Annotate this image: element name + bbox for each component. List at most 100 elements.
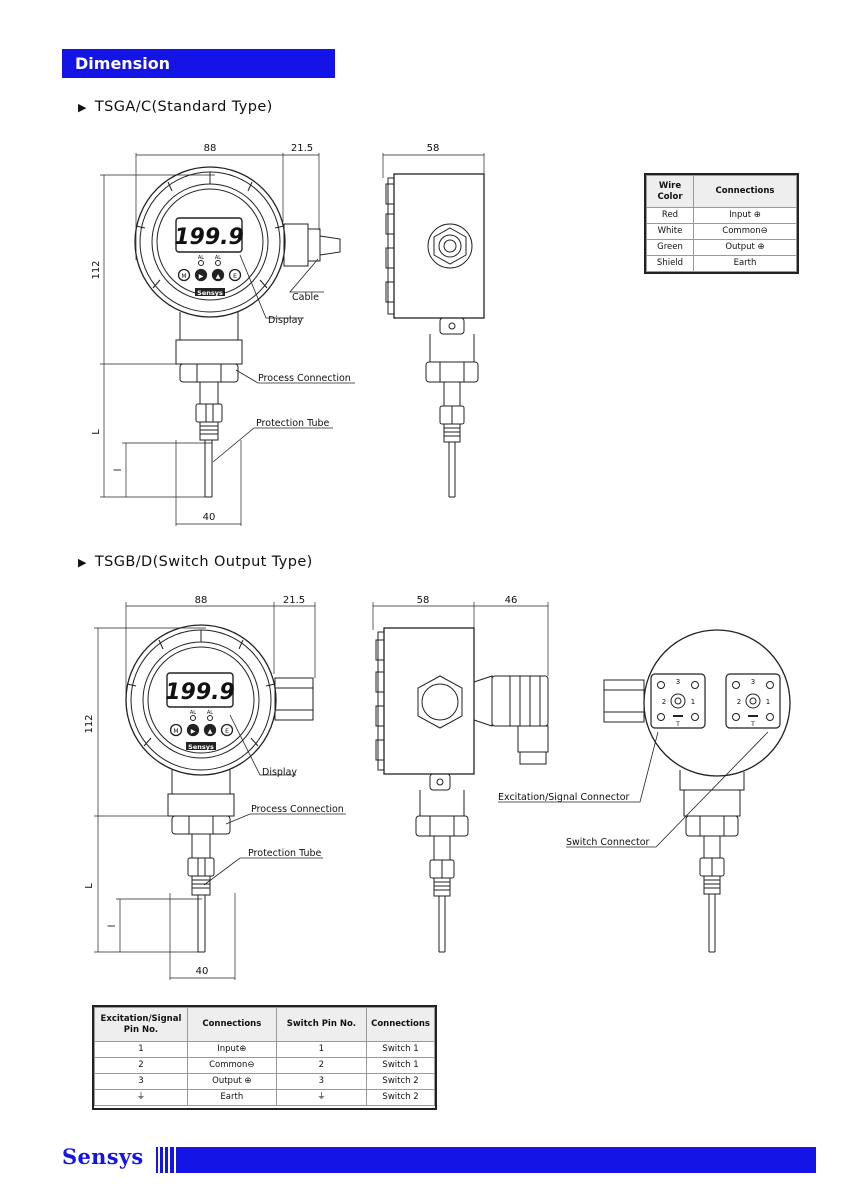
table-cell: Output ⊕: [186, 1073, 277, 1090]
right-button[interactable]: [186, 723, 200, 737]
table-cell: Output ⊕: [693, 239, 797, 256]
dim-side-width: 58: [417, 595, 430, 606]
dim-height: 112: [84, 714, 95, 733]
table-header: Switch Pin No.: [275, 1007, 368, 1042]
dim-width: 88: [204, 143, 217, 154]
section-title-text: TSGA/C(Standard Type): [94, 99, 273, 115]
dim-L: L: [91, 429, 102, 435]
dim-cable-offset: 21.5: [291, 143, 313, 154]
table-cell: Earth: [186, 1089, 277, 1106]
alarm-indicator-label: AL: [215, 255, 221, 261]
section-title-switch: ▶ TSGB/D(Switch Output Type): [78, 554, 313, 570]
table-cell: Common⊖: [693, 223, 797, 240]
menu-button-label: M: [173, 728, 178, 735]
dim-cable-offset: 21.5: [283, 595, 305, 606]
alarm-indicator-label: AL: [190, 710, 196, 716]
section-header: Dimension: [62, 49, 335, 78]
pin-label-2: 2: [662, 698, 666, 706]
enter-button[interactable]: [228, 268, 242, 282]
label-excitation-connector: Excitation/Signal Connector: [498, 792, 630, 803]
pin-label-3: 3: [676, 678, 680, 686]
label-protection-tube: Protection Tube: [256, 418, 329, 429]
dim-width: 88: [195, 595, 208, 606]
section-title-standard: ▶ TSGA/C(Standard Type): [78, 99, 273, 115]
logo-stripes-icon: [156, 1147, 174, 1173]
pin-label-1: 1: [691, 698, 695, 706]
triangle-bullet-icon: ▶: [78, 101, 87, 114]
right-button[interactable]: [194, 268, 208, 282]
footer-logo: Sensys: [62, 1144, 144, 1169]
table-cell: ⏚: [275, 1089, 368, 1106]
pin-label-1: 1: [766, 698, 770, 706]
section-title-text: TSGB/D(Switch Output Type): [94, 554, 313, 570]
label-switch-connector: Switch Connector: [566, 837, 650, 848]
table-cell: Earth: [693, 255, 797, 272]
triangle-bullet-icon: ▶: [78, 556, 87, 569]
dim-bottom: 40: [203, 512, 216, 523]
up-button-label: ▲: [216, 273, 221, 280]
table-cell: Shield: [646, 255, 694, 272]
label-display: Display: [268, 315, 303, 326]
table-cell: Switch 2: [366, 1073, 435, 1090]
side-view-switch: 58 46: [372, 595, 549, 953]
front-view-switch: 88 21.5 112 L l 40 199.9 AL AL: [84, 595, 346, 980]
menu-button-label: M: [181, 273, 186, 280]
table-cell: ⏚: [94, 1089, 188, 1106]
table-cell: Input ⊕: [693, 207, 797, 224]
table-cell: Switch 1: [366, 1041, 435, 1058]
dim-bottom: 40: [196, 966, 209, 977]
up-button[interactable]: [211, 268, 225, 282]
right-button-label: ▶: [191, 728, 196, 735]
table-cell: 1: [275, 1041, 368, 1058]
brand-plate: Sensys: [188, 743, 214, 751]
button-row: M ▶ ▲ E: [177, 268, 242, 282]
label-process-connection: Process Connection: [258, 373, 351, 384]
menu-button[interactable]: [169, 723, 183, 737]
up-button-label: ▲: [208, 728, 213, 735]
table-header: Excitation/Signal Pin No.: [94, 1007, 188, 1042]
alarm-indicator-label: AL: [198, 255, 204, 261]
table-header: Connections: [366, 1007, 435, 1042]
table-cell: White: [646, 223, 694, 240]
pin-table-frame: [92, 1005, 437, 1110]
brand-plate: Sensys: [197, 289, 223, 297]
label-cable: Cable: [292, 292, 319, 303]
enter-button-label: E: [225, 728, 229, 735]
display-readout: 199.9: [174, 225, 244, 250]
pin-label-t: T: [750, 721, 755, 728]
footer-bar: [176, 1147, 816, 1173]
dim-l: l: [113, 469, 124, 472]
up-button[interactable]: [203, 723, 217, 737]
pin-label-t: T: [675, 721, 680, 728]
enter-button[interactable]: [220, 723, 234, 737]
label-process-connection: Process Connection: [251, 804, 344, 815]
table-cell: 2: [94, 1057, 188, 1074]
wire-table-frame: [644, 173, 799, 274]
dim-L: L: [84, 883, 95, 889]
table-cell: Input⊕: [186, 1041, 277, 1058]
table-header: Connections: [186, 1007, 277, 1042]
table-cell: 2: [275, 1057, 368, 1074]
table-cell: Common⊖: [186, 1057, 277, 1074]
table-cell: 1: [94, 1041, 188, 1058]
connector-detail-view: 3 2 1 T 3 2 1 T Excitation/Signal Connec…: [498, 629, 791, 953]
button-row: M ▶ ▲ E: [169, 723, 234, 737]
table-cell: Switch 1: [366, 1057, 435, 1074]
dim-connector-width: 46: [505, 595, 518, 606]
dim-height: 112: [91, 260, 102, 279]
label-protection-tube: Protection Tube: [248, 848, 321, 859]
table-row: ⏚Earth⏚Switch 2: [94, 1089, 435, 1106]
front-view-standard: 88 21.5 112 L l 40 199.9 AL AL: [91, 143, 355, 526]
enter-button-label: E: [233, 273, 237, 280]
pin-label-2: 2: [737, 698, 741, 706]
table-cell: 3: [275, 1073, 368, 1090]
label-display: Display: [262, 767, 297, 778]
menu-button[interactable]: [177, 268, 191, 282]
